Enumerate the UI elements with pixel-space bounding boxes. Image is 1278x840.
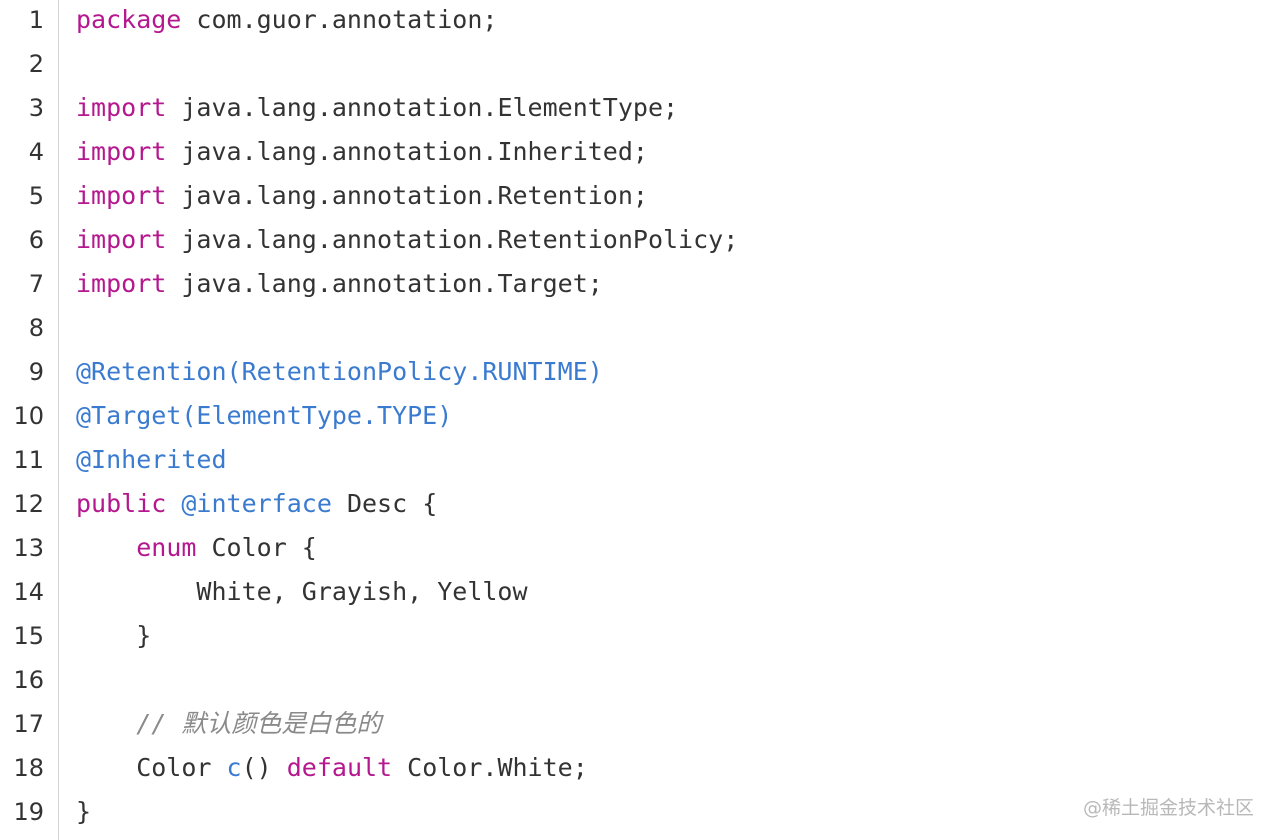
code-line: 2: [0, 44, 1278, 88]
line-number: 14: [13, 578, 44, 606]
code-line: 18 Color c() default Color.White;: [0, 748, 1278, 792]
code-line: 19}: [0, 792, 1278, 836]
code-text: package com.guor.annotation;: [76, 0, 497, 40]
line-number: 1: [28, 6, 44, 34]
code-text: }: [76, 616, 151, 656]
code-token: java.lang.annotation.Retention;: [166, 181, 648, 210]
code-text: @Inherited: [76, 440, 227, 480]
code-token: @Retention(RetentionPolicy.RUNTIME): [76, 357, 603, 386]
code-line: 8: [0, 308, 1278, 352]
code-text: import java.lang.annotation.ElementType;: [76, 88, 678, 128]
line-number: 10: [13, 402, 44, 430]
line-number: 11: [13, 446, 44, 474]
code-line: 1 package com.guor.annotation;: [0, 0, 1278, 44]
code-text: enum Color {: [76, 528, 317, 568]
code-token: import: [76, 269, 167, 298]
code-token: package: [76, 5, 182, 34]
code-token: @Target(ElementType.TYPE): [76, 401, 453, 430]
code-token: [166, 489, 181, 518]
line-number: 13: [13, 534, 44, 562]
code-token: }: [76, 621, 152, 650]
code-token: White, Grayish, Yellow: [76, 577, 528, 606]
code-line: 10 @Target(ElementType.TYPE): [0, 396, 1278, 440]
code-token: Color {: [196, 533, 317, 562]
code-text: @Target(ElementType.TYPE): [76, 396, 452, 436]
code-token: (): [241, 753, 287, 782]
line-number: 17: [13, 710, 44, 738]
code-token: import: [76, 137, 167, 166]
line-number: 18: [13, 754, 44, 782]
code-token: Desc {: [331, 489, 438, 518]
code-line: 3 import java.lang.annotation.ElementType…: [0, 88, 1278, 132]
code-token: java.lang.annotation.ElementType;: [166, 93, 679, 122]
code-token: com.guor.annotation;: [181, 5, 498, 34]
code-token: default: [286, 753, 393, 782]
code-line: 9 @Retention(RetentionPolicy.RUNTIME): [0, 352, 1278, 396]
code-token: java.lang.annotation.Inherited;: [166, 137, 648, 166]
line-number: 19: [13, 798, 44, 826]
line-number: 12: [13, 490, 44, 518]
line-number: 3: [28, 94, 44, 122]
code-text: White, Grayish, Yellow: [76, 572, 528, 612]
line-number: 2: [28, 50, 44, 78]
code-text: public @interface Desc {: [76, 484, 437, 524]
code-line: 11 @Inherited: [0, 440, 1278, 484]
code-token: import: [76, 181, 167, 210]
code-text: }: [76, 792, 91, 832]
code-line: 13 enum Color {: [0, 528, 1278, 572]
code-token: import: [76, 93, 167, 122]
code-line: 6 import java.lang.annotation.RetentionPo…: [0, 220, 1278, 264]
code-line: 4 import java.lang.annotation.Inherited;: [0, 132, 1278, 176]
line-number: 15: [13, 622, 44, 650]
code-token: import: [76, 225, 167, 254]
line-number: 7: [28, 270, 44, 298]
code-text: @Retention(RetentionPolicy.RUNTIME): [76, 352, 603, 392]
code-token: @Inherited: [76, 445, 227, 474]
code-token: [76, 709, 136, 738]
line-number: 5: [28, 182, 44, 210]
code-text: Color c() default Color.White;: [76, 748, 588, 788]
line-number: 9: [28, 358, 44, 386]
code-token: java.lang.annotation.RetentionPolicy;: [166, 225, 739, 254]
code-text: import java.lang.annotation.Target;: [76, 264, 603, 304]
code-text: // 默认颜色是白色的: [76, 704, 381, 744]
line-number: 8: [28, 314, 44, 342]
code-token: [76, 533, 136, 562]
code-line: 12 public @interface Desc {: [0, 484, 1278, 528]
code-token: }: [76, 797, 92, 826]
code-line: 15 }: [0, 616, 1278, 660]
line-number-gutter: [0, 0, 59, 840]
line-number: 16: [13, 666, 44, 694]
code-token: enum: [136, 533, 197, 562]
code-line: 17 // 默认颜色是白色的: [0, 704, 1278, 748]
code-token: Color: [76, 753, 227, 782]
line-number: 6: [28, 226, 44, 254]
code-token: Color.White;: [392, 753, 588, 782]
code-token: public: [76, 489, 167, 518]
code-line: 5 import java.lang.annotation.Retention;: [0, 176, 1278, 220]
code-token: // 默认颜色是白色的: [136, 709, 382, 738]
code-text: import java.lang.annotation.Retention;: [76, 176, 648, 216]
code-token: java.lang.annotation.Target;: [166, 269, 603, 298]
watermark: @稀土掘金技术社区: [1082, 797, 1254, 819]
code-text: import java.lang.annotation.RetentionPol…: [76, 220, 738, 260]
code-token: c: [226, 753, 242, 782]
code-line: 14 White, Grayish, Yellow: [0, 572, 1278, 616]
code-text: import java.lang.annotation.Inherited;: [76, 132, 648, 172]
code-line: 16: [0, 660, 1278, 704]
code-token: @interface: [181, 489, 332, 518]
code-line: 7 import java.lang.annotation.Target;: [0, 264, 1278, 308]
line-number: 4: [28, 138, 44, 166]
